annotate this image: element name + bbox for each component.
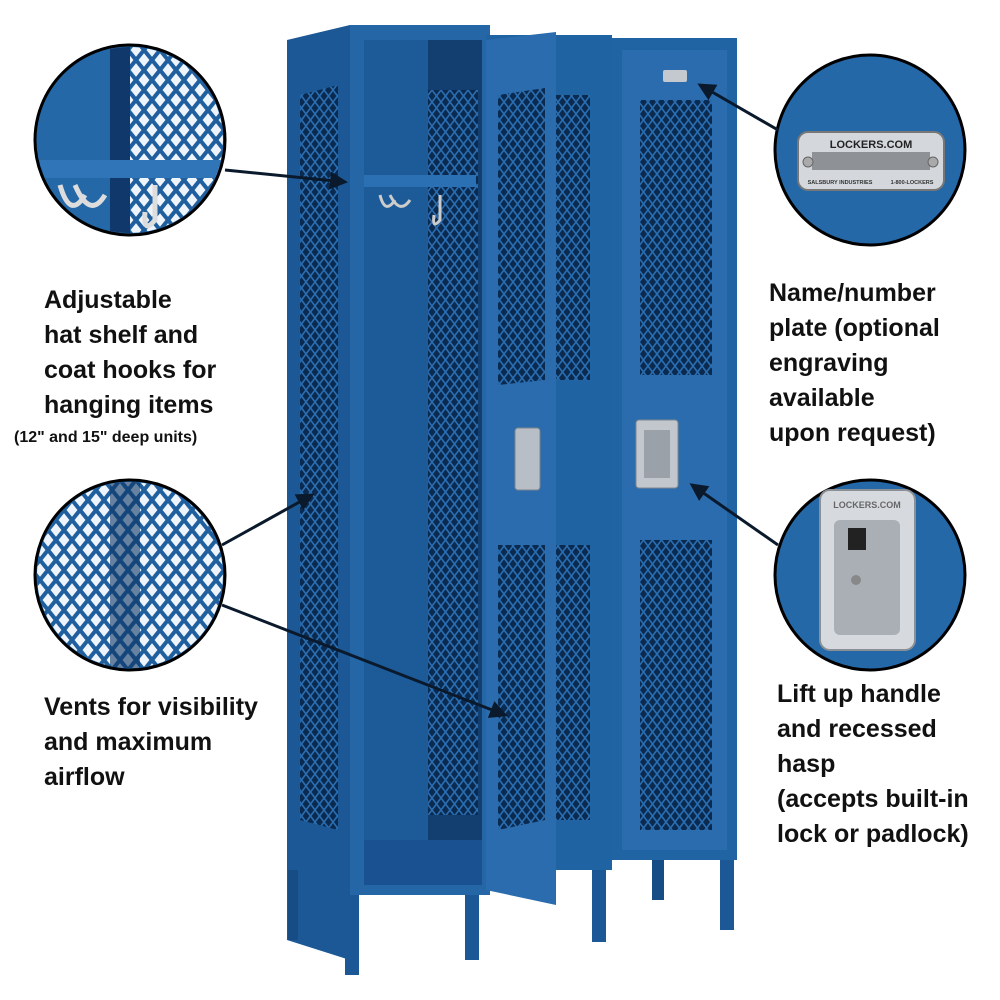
plate-phone: 1-800-LOCKERS xyxy=(891,180,934,186)
callout-plate-text: Name/number plate (optional engraving av… xyxy=(769,276,1000,451)
door-handle xyxy=(514,427,541,491)
arrow-name-plate xyxy=(697,83,779,132)
caption-line: airflow xyxy=(44,763,125,791)
caption-line: plate (optional xyxy=(769,314,940,342)
coat-hook xyxy=(432,195,442,226)
caption-line: hat shelf and xyxy=(44,321,199,349)
callout-shelf-note: (12" and 15" deep units) xyxy=(14,429,198,446)
caption-line: and maximum xyxy=(44,728,213,756)
vent-mesh-detail xyxy=(33,478,227,672)
caption-line: Adjustable xyxy=(44,286,172,314)
hasp-label: LOCKERS.COM xyxy=(833,500,901,510)
locker-bank xyxy=(287,25,737,975)
callout-hasp-text: Lift up handle and recessed hasp (accept… xyxy=(777,677,1000,852)
caption-line: hanging items xyxy=(44,391,214,419)
callout-shelf-text: Adjustable hat shelf and coat hooks for … xyxy=(44,283,216,423)
arrow-side-vent xyxy=(221,493,315,547)
callout-arrows xyxy=(221,83,779,718)
caption-line: engraving available xyxy=(769,349,889,412)
caption-line: lock or padlock) xyxy=(777,820,969,848)
hat-shelf xyxy=(364,175,476,187)
arrow-shelf xyxy=(224,168,348,190)
side-vent xyxy=(300,85,338,830)
caption-line: Name/number xyxy=(769,279,936,307)
arrow-hasp xyxy=(689,483,779,547)
caption-line: (accepts built-in xyxy=(777,785,969,813)
coat-hook xyxy=(378,194,412,208)
arrow-door-vent xyxy=(221,603,508,718)
caption-line: coat hooks for xyxy=(44,356,217,384)
callout-vents-text: Vents for visibility and maximum airflow xyxy=(44,690,258,795)
hat-shelf-hooks-detail xyxy=(33,43,227,237)
name-plate xyxy=(663,70,687,82)
plate-maker: SALSBURY INDUSTRIES xyxy=(808,180,873,186)
caption-line: Vents for visibility xyxy=(44,693,258,721)
caption-line: upon request) xyxy=(769,419,936,447)
name-plate-detail: LOCKERS.COM SALSBURY INDUSTRIES 1-800-LO… xyxy=(773,53,967,247)
handle-hasp-detail: LOCKERS.COM xyxy=(773,478,967,672)
caption-line: and recessed hasp xyxy=(777,715,937,778)
caption-line: Lift up handle xyxy=(777,680,941,708)
plate-brand: LOCKERS.COM xyxy=(830,139,913,151)
